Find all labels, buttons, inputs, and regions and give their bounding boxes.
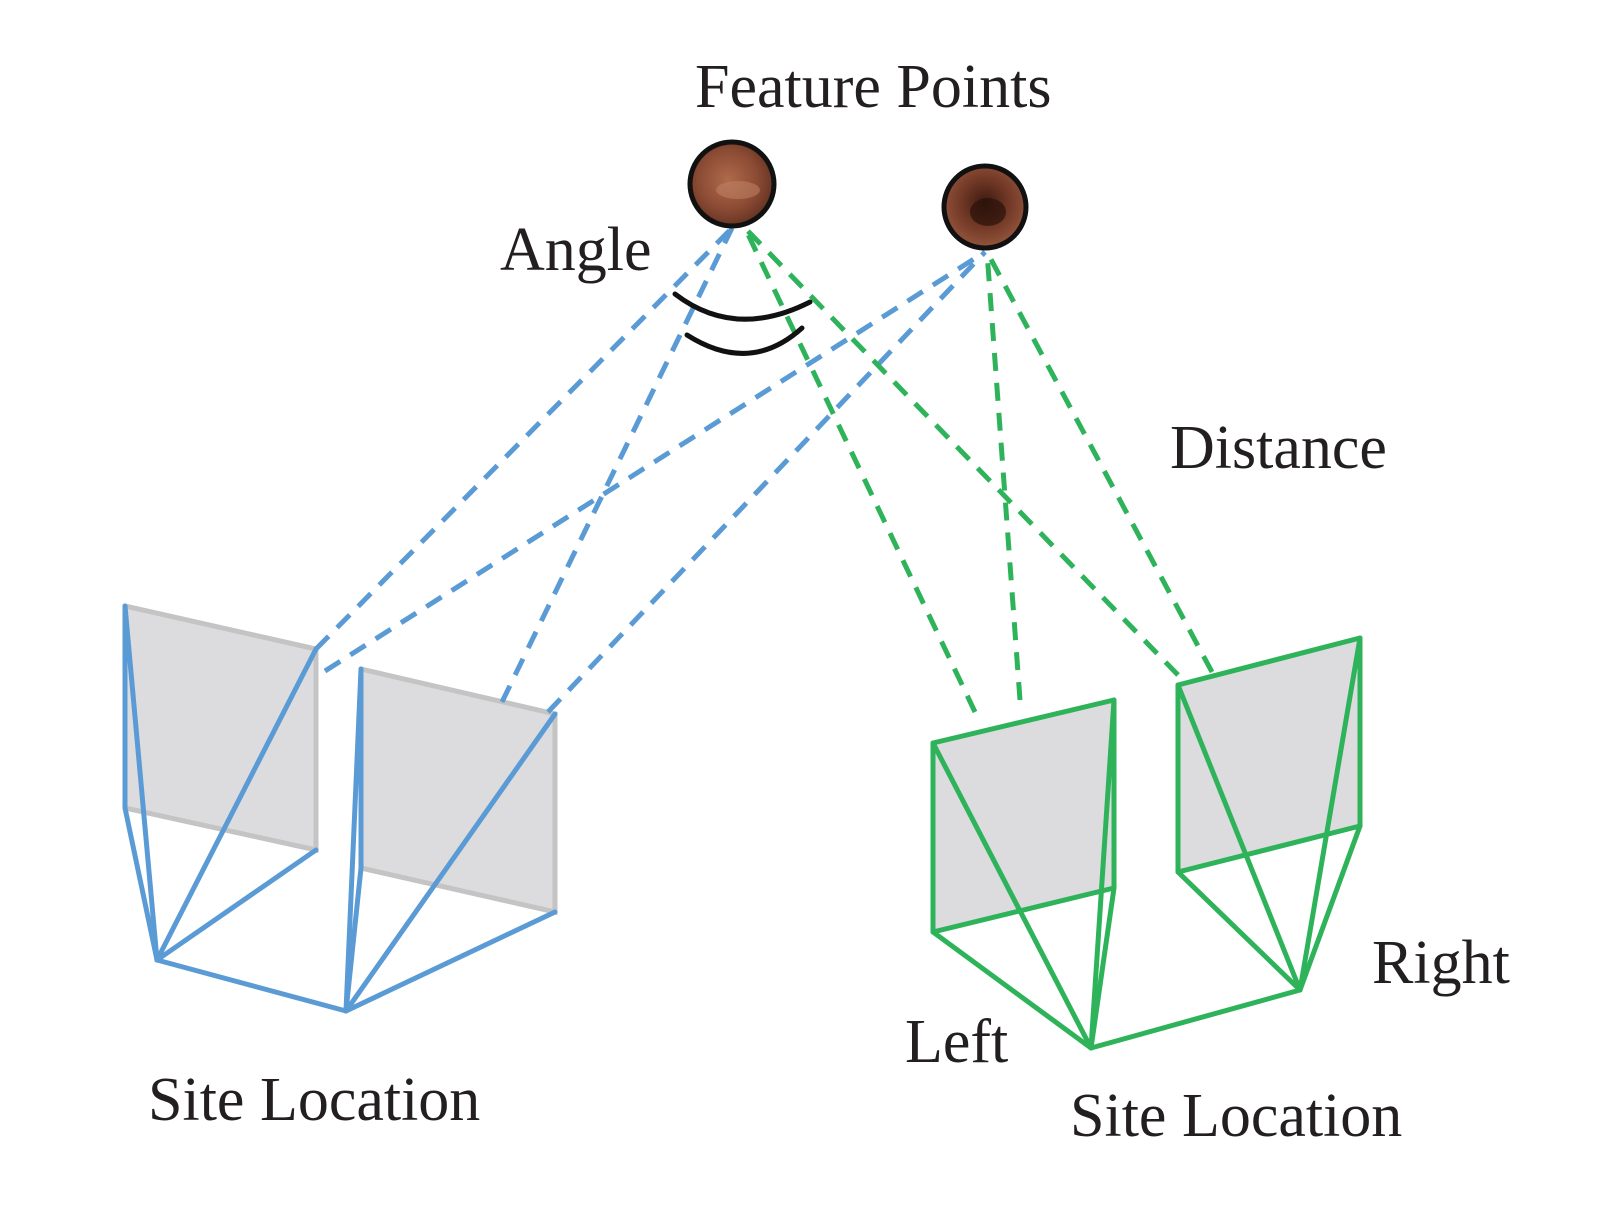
- left-camera-b-ray: [343, 711, 558, 1014]
- right-camera-b-ray: [1297, 635, 1363, 993]
- right-camera-a-ray: [1088, 885, 1117, 1051]
- left-baseline: [154, 957, 349, 1014]
- right-camera-b-ray: [1297, 823, 1363, 993]
- left-camera-a-screen-edge: [124, 603, 319, 854]
- feature-points: [687, 139, 1029, 251]
- left-camera-b: [343, 666, 558, 1014]
- feature-points-label: Feature Points: [695, 53, 1051, 121]
- left-projection-rays: [314, 226, 987, 714]
- right-camera-a: [930, 697, 1117, 1051]
- right-baseline: [1088, 987, 1303, 1051]
- angle-arcs: [672, 291, 813, 356]
- left-camera-b-screen: [361, 669, 555, 912]
- left-camera-a: [122, 603, 319, 963]
- site-location-left-label: Site Location: [148, 1066, 480, 1134]
- angle-arc-outer: [672, 291, 813, 322]
- angle-label: Angle: [500, 216, 652, 284]
- right-camera-a-ray: [930, 929, 1094, 1051]
- green-ray: [984, 250, 1215, 674]
- angle-arc-inner: [684, 325, 805, 356]
- left-camera-pair: [122, 603, 558, 1014]
- left-camera-b-ray: [343, 666, 364, 1014]
- left-camera-a-ray: [154, 646, 319, 963]
- left-camera-a-ray: [154, 847, 319, 963]
- left-camera-b-ray: [343, 909, 558, 1014]
- feature-point-2-texture: [970, 198, 1006, 226]
- right-camera-a-screen: [933, 700, 1114, 932]
- right-camera-pair: [930, 635, 1363, 1051]
- right-camera-b-screen: [1178, 638, 1360, 872]
- right-label: Right: [1372, 929, 1510, 997]
- left-label: Left: [905, 1008, 1008, 1076]
- right-camera-b-ray: [1175, 869, 1303, 993]
- right-projection-rays: [742, 226, 1215, 714]
- right-camera-a-ray: [1088, 697, 1117, 1051]
- site-location-right-label: Site Location: [1070, 1082, 1402, 1150]
- blue-ray: [499, 226, 735, 704]
- left-camera-a-ray: [122, 603, 160, 963]
- blue-ray: [314, 226, 734, 651]
- left-camera-b-screen-edge: [360, 666, 558, 916]
- left-camera-b-ray: [343, 865, 364, 1014]
- right-camera-a-ray: [930, 740, 1094, 1051]
- feature-point-1-texture: [716, 181, 760, 199]
- green-ray: [743, 226, 1180, 677]
- right-camera-b: [1175, 635, 1363, 993]
- left-camera-a-screen: [125, 606, 316, 850]
- right-camera-b-ray: [1175, 682, 1303, 993]
- blue-ray: [323, 249, 987, 674]
- green-ray: [984, 251, 1023, 701]
- distance-label: Distance: [1170, 414, 1387, 482]
- left-camera-a-ray: [122, 805, 160, 963]
- blue-ray: [546, 250, 987, 714]
